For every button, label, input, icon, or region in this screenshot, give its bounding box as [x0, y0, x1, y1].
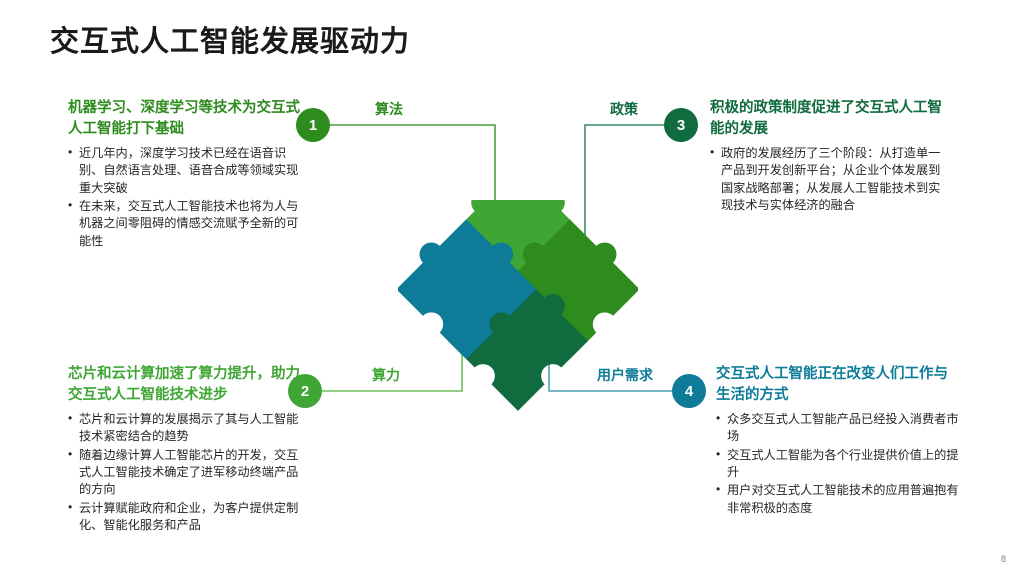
quadrant-4-heading: 交互式人工智能正在改变人们工作与生活的方式 [716, 366, 948, 403]
list-item: 随着边缘计算人工智能芯片的开发，交互式人工智能技术确定了进军移动终端产品的方向 [68, 446, 308, 499]
puzzle-graphic [396, 167, 640, 415]
list-item: 政府的发展经历了三个阶段：从打造单一产品到开发创新平台；从企业个体发展到国家战略… [710, 144, 952, 214]
list-item: 云计算赋能政府和企业，为客户提供定制化、智能化服务和产品 [68, 499, 308, 535]
quadrant-1-bullets: 近几年内，深度学习技术已经在语音识别、自然语言处理、语音合成等领域实现重大突破 … [68, 144, 306, 250]
connector-label-3: 政策 [610, 101, 638, 117]
list-item: 交互式人工智能为各个行业提供价值上的提升 [716, 446, 962, 482]
quadrant-2: 芯片和云计算加速了算力提升，助力交互式人工智能技术进步 芯片和云计算的发展揭示了… [68, 364, 308, 535]
quadrant-3-heading: 积极的政策制度促进了交互式人工智能的发展 [710, 100, 942, 137]
list-item: 芯片和云计算的发展揭示了其与人工智能技术紧密结合的趋势 [68, 410, 308, 446]
list-item: 在未来，交互式人工智能技术也将为人与机器之间零阻碍的情感交流赋予全新的可能性 [68, 197, 306, 250]
quadrant-3: 积极的政策制度促进了交互式人工智能的发展 政府的发展经历了三个阶段：从打造单一产… [710, 98, 952, 215]
puzzle-piece-south [396, 219, 537, 360]
badge-4[interactable]: 4 [672, 374, 706, 408]
page-title: 交互式人工智能发展驱动力 [50, 26, 411, 58]
badge-3[interactable]: 3 [664, 108, 698, 142]
quadrant-3-bullets: 政府的发展经历了三个阶段：从打造单一产品到开发创新平台；从企业个体发展到国家战略… [710, 144, 952, 214]
badge-1[interactable]: 1 [296, 108, 330, 142]
quadrant-2-heading: 芯片和云计算加速了算力提升，助力交互式人工智能技术进步 [68, 366, 300, 403]
quadrant-4: 交互式人工智能正在改变人们工作与生活的方式 众多交互式人工智能产品已经投入消费者… [716, 364, 962, 518]
list-item: 用户对交互式人工智能技术的应用普遍抱有非常积极的态度 [716, 481, 962, 517]
quadrant-2-bullets: 芯片和云计算的发展揭示了其与人工智能技术紧密结合的趋势 随着边缘计算人工智能芯片… [68, 410, 308, 535]
puzzle-piece-west [448, 167, 588, 308]
connector-label-4: 用户需求 [597, 367, 653, 383]
quadrant-1-heading: 机器学习、深度学习等技术为交互式人工智能打下基础 [68, 100, 300, 137]
puzzle-piece-north [499, 219, 640, 360]
page-number: 8 [1000, 554, 1006, 564]
connector-label-1: 算法 [375, 101, 403, 117]
list-item: 众多交互式人工智能产品已经投入消费者市场 [716, 410, 962, 446]
quadrant-1: 机器学习、深度学习等技术为交互式人工智能打下基础 近几年内，深度学习技术已经在语… [68, 98, 306, 251]
connector-label-2: 算力 [372, 367, 400, 383]
puzzle-svg [396, 167, 640, 411]
list-item: 近几年内，深度学习技术已经在语音识别、自然语言处理、语音合成等领域实现重大突破 [68, 144, 306, 197]
quadrant-4-bullets: 众多交互式人工智能产品已经投入消费者市场 交互式人工智能为各个行业提供价值上的提… [716, 410, 962, 517]
badge-2[interactable]: 2 [288, 374, 322, 408]
